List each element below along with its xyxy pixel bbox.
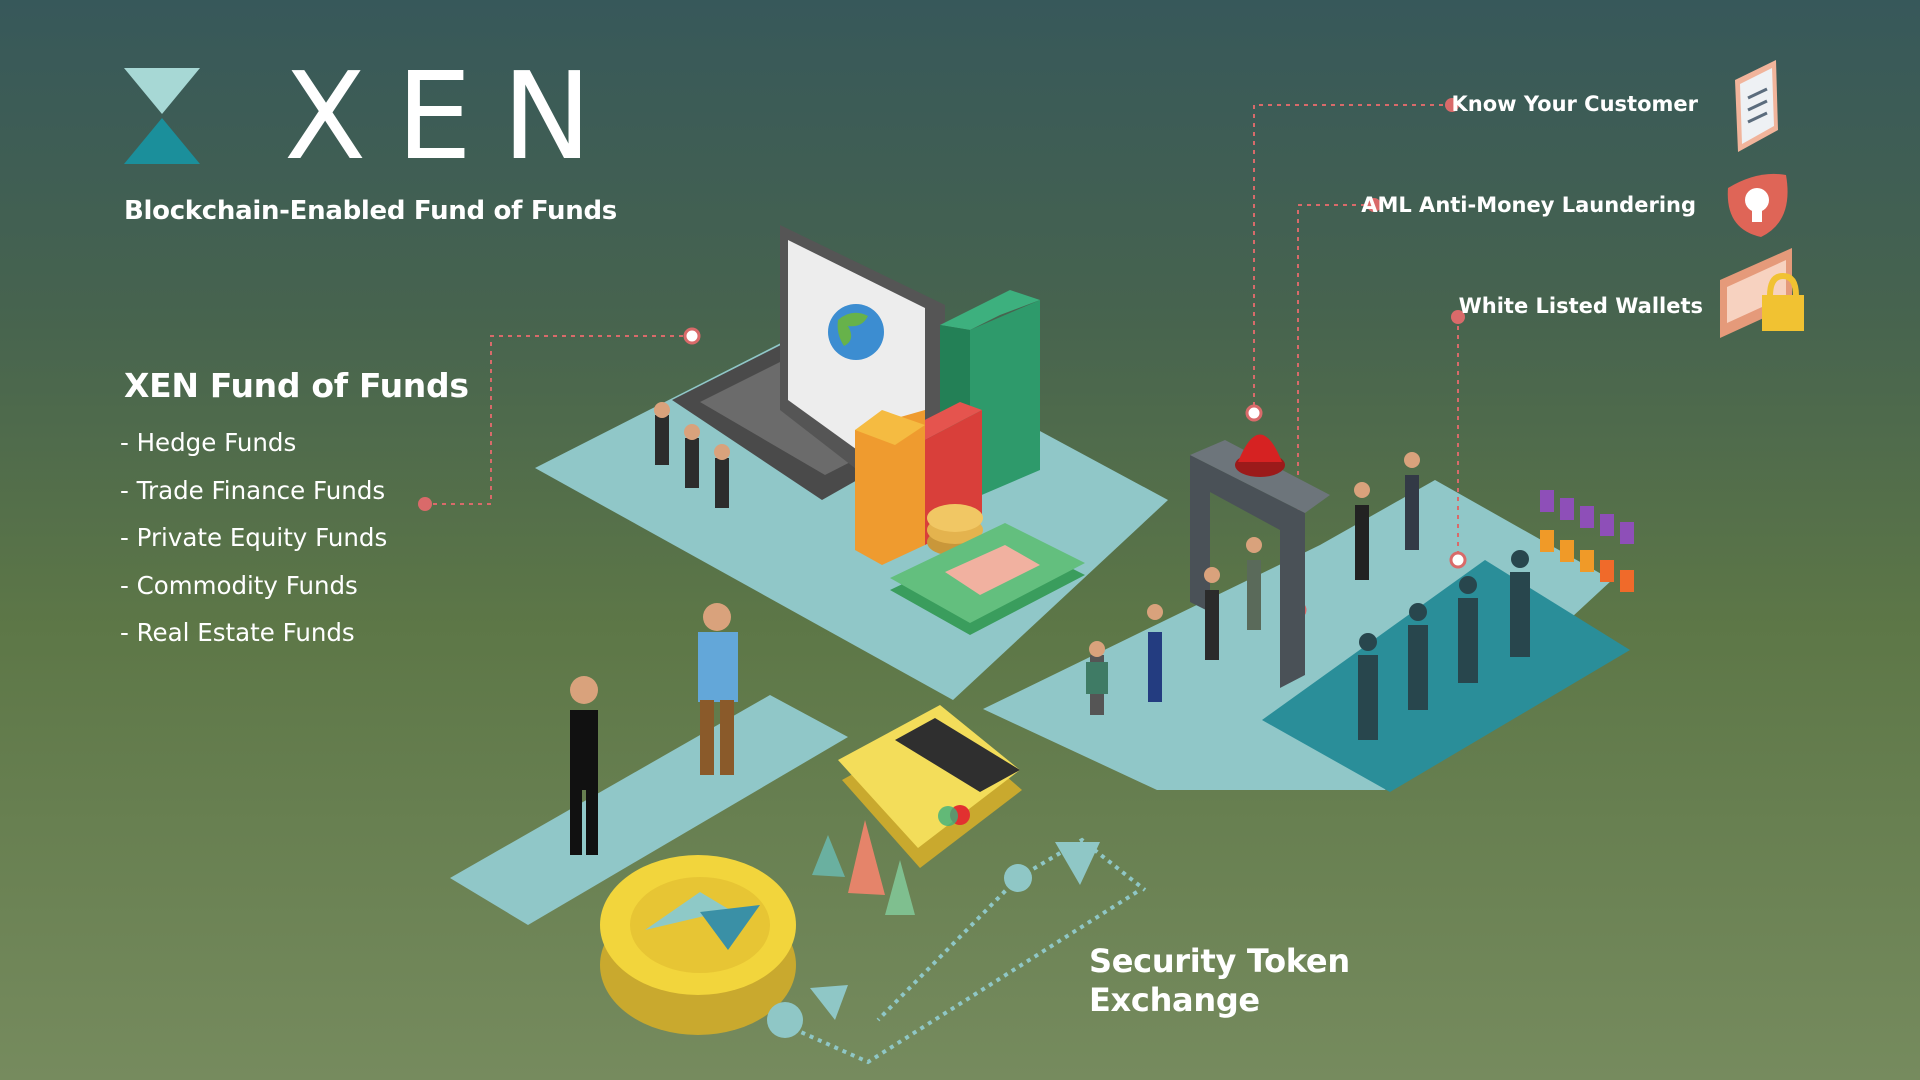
aml-label: AML Anti-Money Laundering <box>1361 193 1696 217</box>
wallet-lock-icon <box>1720 248 1804 338</box>
coin-stack-icon <box>927 504 983 556</box>
exchange-label-line2: Exchange <box>1089 981 1260 1019</box>
crowd-icon <box>1540 490 1634 592</box>
fund-item: - Commodity Funds <box>120 570 358 600</box>
fund-section-title: XEN Fund of Funds <box>124 366 469 405</box>
exchange-label: Security Token Exchange <box>1089 942 1389 1020</box>
queue-people-left <box>654 402 730 508</box>
credit-card-icon <box>838 705 1022 868</box>
brand-name: XEN <box>284 48 622 187</box>
whitelist-label: White Listed Wallets <box>1458 294 1703 318</box>
vault-people <box>1358 550 1530 740</box>
exchange-label-line1: Security Token <box>1089 942 1350 980</box>
brand-logo <box>124 66 200 164</box>
security-gate-icon <box>1190 434 1330 688</box>
exchange-arrow-head-right <box>1055 842 1100 885</box>
token-coin-icon <box>600 855 796 1035</box>
cones-icon <box>812 820 915 915</box>
laptop-icon <box>672 225 1012 500</box>
standing-people <box>570 603 738 855</box>
fund-item: - Private Equity Funds <box>120 523 388 552</box>
exchange-arrow-head-left <box>810 985 848 1020</box>
fund-item: - Trade Finance Funds <box>120 475 386 505</box>
connector-dots <box>418 98 1467 619</box>
exchange-arrows-icon <box>784 837 1147 1065</box>
walkway-platform <box>450 695 848 925</box>
vault-platform <box>1262 560 1630 792</box>
queue-people-gate <box>1086 452 1420 715</box>
fund-item: - Real Estate Funds <box>120 618 355 647</box>
fund-list: - Hedge Funds - Trade Finance Funds - Pr… <box>120 426 387 664</box>
cash-stack-icon <box>890 523 1085 635</box>
exchange-node-left <box>767 1002 803 1038</box>
bar-chart-icon <box>855 290 1040 565</box>
shield-icon <box>1727 173 1788 237</box>
exchange-node-right <box>1004 864 1032 892</box>
brand-tagline: Blockchain-Enabled Fund of Funds <box>124 196 617 226</box>
connector-lines <box>426 104 1459 610</box>
kyc-label: Know Your Customer <box>1451 92 1699 116</box>
clipboard-icon <box>1735 60 1778 152</box>
fund-item: - Hedge Funds <box>120 428 297 457</box>
logo-mark-icon <box>124 68 200 164</box>
